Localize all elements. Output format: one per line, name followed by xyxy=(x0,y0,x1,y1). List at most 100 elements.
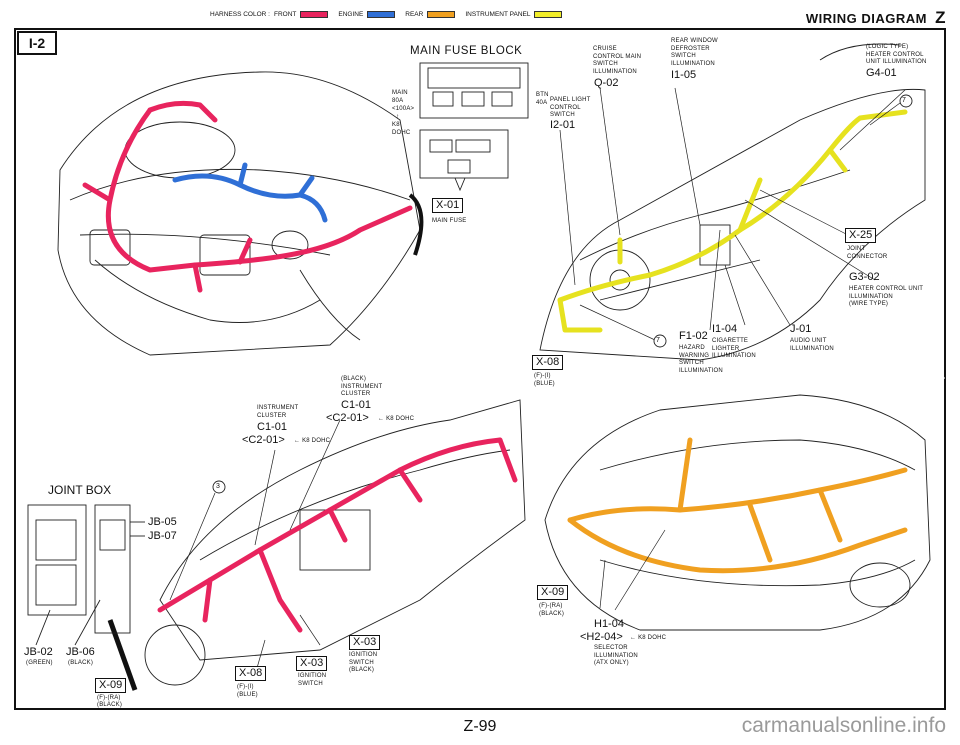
code-i201: I2-01 xyxy=(550,119,576,131)
fuse-btn-slot xyxy=(491,91,513,107)
engine-harness-branch-2 xyxy=(297,175,315,198)
engine-harness-main xyxy=(172,173,328,223)
cruise-line: CONTROL MAIN xyxy=(593,53,642,60)
logic-line: HEATER CONTROL xyxy=(866,51,924,58)
front-harness-branch-left xyxy=(82,182,113,203)
joint-box-left-view xyxy=(27,504,87,616)
dash-outline xyxy=(539,88,926,361)
rear-k8-note: ← K8 DOHC xyxy=(630,635,667,641)
rear-window-line: SWITCH xyxy=(671,53,696,59)
leader-cluster-black xyxy=(289,419,341,531)
code-c101: C1-01 xyxy=(257,421,287,433)
page-title: WIRING DIAGRAM Z xyxy=(806,8,946,28)
g302-label: HEATER CONTROL UNIT ILLUMINATION (WIRE T… xyxy=(849,286,923,309)
ref-circle-7-top xyxy=(899,94,913,108)
leader-ref7-top xyxy=(869,102,901,126)
joint-box-title: JOINT BOX xyxy=(48,483,112,497)
code-i105: I1-05 xyxy=(671,69,697,81)
logic-line: (LOGIC TYPE) xyxy=(866,44,909,50)
engine-harness-branch xyxy=(237,162,248,188)
fuse-center-slot xyxy=(461,91,485,107)
leader-h104 xyxy=(614,529,666,611)
rear-body-illustration xyxy=(544,394,931,631)
x03a-line: SWITCH xyxy=(349,659,374,666)
front-harness xyxy=(82,100,413,293)
fuse-side-slot-3 xyxy=(447,159,471,174)
x25-line: JOINT xyxy=(847,246,866,252)
page-title-text: WIRING DIAGRAM xyxy=(805,11,927,26)
dashboard-leader-lines xyxy=(169,419,341,676)
windshield-line xyxy=(819,43,901,61)
front-harness-branch-down xyxy=(192,262,203,293)
ref-circle-7-bottom xyxy=(653,334,667,348)
leader-ref7-bottom xyxy=(579,304,656,341)
lower-bumper-line xyxy=(94,259,321,323)
connector-x03-b: X-03 xyxy=(296,656,328,671)
engine-block xyxy=(124,121,236,179)
panel-light-label: PANEL LIGHT CONTROL SWITCH xyxy=(550,97,591,120)
leader-i201 xyxy=(559,129,576,286)
cluster-line: CLUSTER xyxy=(257,412,287,419)
x09-rear-label: (F)-(RA) (BLACK) xyxy=(539,603,564,618)
joint-box-right-view xyxy=(94,504,131,634)
leader-jb06 xyxy=(74,599,101,646)
jb06-note: (BLACK) xyxy=(68,660,94,666)
legend-instrument-swatch xyxy=(534,11,563,18)
rear-body-upper-line xyxy=(599,439,916,471)
hood-line xyxy=(69,168,411,201)
rear-leader-lines xyxy=(599,529,666,611)
connector-x01-label: MAIN FUSE xyxy=(432,218,467,224)
rear-body-outline xyxy=(544,394,931,631)
f102-line: SWITCH xyxy=(679,360,704,366)
leader-j01 xyxy=(734,234,791,326)
cluster-black-line: INSTRUMENT xyxy=(341,383,383,390)
cruise-label: CRUISE CONTROL MAIN SWITCH ILLUMINATION xyxy=(593,46,641,76)
legend-front-swatch xyxy=(300,11,329,18)
fuse-main-slot xyxy=(432,91,454,107)
fuse-block-side-view xyxy=(419,129,509,179)
dash-harness-branch xyxy=(327,507,348,543)
ref-circle-3 xyxy=(212,480,226,494)
fuse-block-title: MAIN FUSE BLOCK xyxy=(410,45,523,57)
g302-line: HEATER CONTROL UNIT xyxy=(849,286,924,292)
x25-line: CONNECTOR xyxy=(847,253,888,260)
connector-x09-dash: X-09 xyxy=(95,678,127,693)
x03a-label: IGNITION SWITCH (BLACK) xyxy=(349,652,377,675)
leader-i105 xyxy=(674,87,701,226)
code-c101-black: C1-01 xyxy=(341,399,371,411)
rear-window-line: DEFROSTER xyxy=(671,45,710,52)
car-front-outline xyxy=(57,71,421,356)
engine-harness xyxy=(172,162,328,223)
dash-lower-line xyxy=(599,259,761,301)
x03a-line: (BLACK) xyxy=(349,667,375,673)
dash-harness-branch-2 xyxy=(397,467,423,503)
rear-window-label: REAR WINDOW DEFROSTER SWITCH ILLUMINATIO… xyxy=(671,38,718,68)
code-jb02: JB-02 xyxy=(24,646,53,658)
page-title-letter: Z xyxy=(935,8,946,27)
leader-ref3 xyxy=(169,492,216,601)
panel-light-line: PANEL LIGHT xyxy=(550,97,591,103)
fuse-main-line: ↑ xyxy=(396,114,400,120)
ip-harness-branch-right xyxy=(827,147,848,173)
front-harness-main xyxy=(105,107,413,273)
leader-g302 xyxy=(744,199,876,281)
cruise-line: CRUISE xyxy=(593,46,617,52)
cluster-black-line: (BLACK) xyxy=(341,376,367,382)
x09-rear-line: (BLACK) xyxy=(539,610,565,617)
x08-top-line: (F)-(I) xyxy=(534,373,551,379)
legend-title: HARNESS COLOR : xyxy=(210,11,270,18)
legend-front-label: FRONT xyxy=(273,11,297,18)
code-i104: I1-04 xyxy=(712,323,738,335)
cluster-black-label: (BLACK) INSTRUMENT CLUSTER xyxy=(341,376,382,399)
code-g302: G3-02 xyxy=(849,271,880,283)
front-harness-top xyxy=(147,100,218,123)
x08-dash-line: (BLUE) xyxy=(237,691,258,698)
leader-x25 xyxy=(759,189,849,236)
x25-label: JOINT CONNECTOR xyxy=(847,246,887,261)
x03b-label: IGNITION SWITCH xyxy=(298,673,326,688)
fuse-btn-line: 40A xyxy=(536,100,548,106)
rear-harness-upper xyxy=(567,467,908,523)
legend-instrument-label: INSTRUMENT PANEL xyxy=(465,11,531,18)
rear-harness-cross-2 xyxy=(817,487,843,543)
i104-line: ILLUMINATION xyxy=(712,353,756,359)
